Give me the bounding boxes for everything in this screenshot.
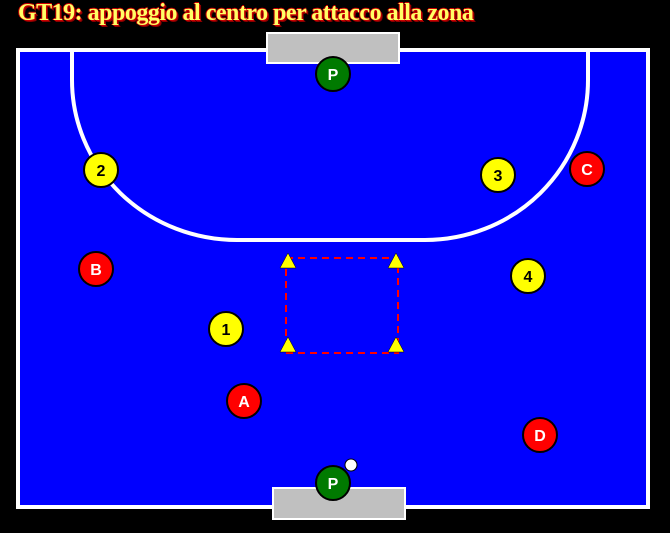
goalkeeper-top: P [315, 56, 351, 92]
attacker-label: 3 [494, 168, 503, 185]
attacker-label: 1 [222, 322, 231, 339]
defender-label: C [581, 162, 593, 179]
zone-box [285, 257, 399, 354]
goalkeeper-label: P [328, 67, 339, 84]
attacker-1: 1 [208, 311, 244, 347]
goalkeeper-bottom: P [315, 465, 351, 501]
attacker-label: 2 [97, 163, 106, 180]
defender-D: D [522, 417, 558, 453]
attacker-3: 3 [480, 157, 516, 193]
diagram-title: GT19: appoggio al centro per attacco all… [18, 0, 474, 26]
goalkeeper-label: P [328, 476, 339, 493]
attacker-2: 2 [83, 152, 119, 188]
defender-A: A [226, 383, 262, 419]
defender-C: C [569, 151, 605, 187]
defender-label: A [238, 394, 250, 411]
cone-marker [387, 336, 405, 353]
defender-label: B [90, 262, 102, 279]
penalty-area-line [70, 52, 590, 242]
defender-label: D [534, 428, 546, 445]
cone-marker [387, 252, 405, 269]
ball [344, 458, 358, 472]
cone-marker [279, 336, 297, 353]
attacker-label: 4 [524, 269, 533, 286]
defender-B: B [78, 251, 114, 287]
cone-marker [279, 252, 297, 269]
attacker-4: 4 [510, 258, 546, 294]
